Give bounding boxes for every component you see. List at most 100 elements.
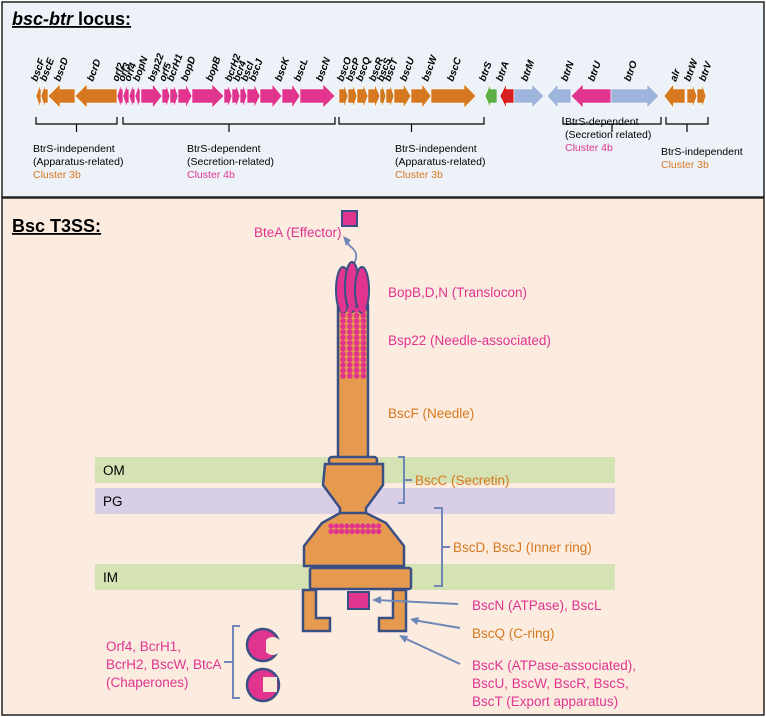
bsp22-dot [340, 362, 346, 368]
locus-title: bsc-btr locus: [12, 9, 131, 29]
inner-ring-dot [365, 528, 371, 535]
gene-arrows [35, 82, 707, 110]
bsp22-dot [347, 329, 353, 335]
inner-ring-dot [360, 523, 366, 529]
bsp22-dot [340, 318, 346, 324]
group-label-1: BtrS-independent (Apparatus-related) Clu… [33, 143, 123, 181]
bsp22-dot [353, 362, 360, 368]
inner-ring-dot [370, 523, 376, 529]
bsp22-dot [340, 334, 346, 341]
bsp22-dot [360, 345, 367, 352]
bsp22-dot [347, 373, 353, 379]
gene-arrow-orf5 [161, 83, 171, 109]
gene-arrow-bscO [338, 83, 349, 109]
translocon-tip [335, 261, 370, 314]
group-label-2: BtrS-dependent (Secretion-related) Clust… [187, 143, 274, 181]
gene-arrow-orf4 [128, 83, 136, 109]
bsp22-dot [347, 362, 353, 368]
bsp22-dot [347, 345, 353, 352]
inner-ring-dot [349, 523, 355, 529]
inner-ring-dot [360, 528, 366, 535]
export-label-1: BscK (ATPase-associated), [472, 658, 636, 673]
inner-ring-bracket [434, 507, 450, 587]
im-label: IM [103, 570, 118, 585]
gene-arrow-btrM [513, 83, 545, 109]
group-label-3: BtrS-independent (Apparatus-related) Clu… [395, 143, 485, 181]
bsp22-dot [360, 334, 367, 341]
gene-label-alr: alr [668, 67, 683, 83]
callout-arrowheads [372, 596, 419, 643]
group-2-cluster: Cluster 4b [187, 169, 235, 181]
gene-arrow-bscL [281, 83, 301, 109]
bsp22-dot [360, 318, 367, 324]
gene-arrow-bscD [47, 83, 76, 109]
bsp22-dot [340, 307, 346, 313]
bsp22-dot [340, 373, 346, 379]
group-1-cluster: Cluster 3b [33, 169, 81, 181]
bsp22-dot [347, 367, 353, 374]
inner-ring-dot [354, 528, 361, 535]
inner-ring-dot [328, 528, 334, 535]
group-4-cluster: Cluster 4b [565, 142, 613, 154]
gene-arrow-bscS [379, 83, 387, 109]
gene-arrow-btrN [546, 83, 572, 109]
im-plate [308, 566, 413, 591]
atpase-label: BscN (ATPase), BscL [472, 598, 602, 613]
atpase-square [347, 591, 370, 610]
bsp22-dot [360, 307, 367, 313]
translocon-label: BopB,D,N (Translocon) [388, 285, 527, 300]
inner-ring-dot [370, 528, 376, 535]
group-5-cluster: Cluster 3b [661, 159, 709, 171]
group-braces [35, 117, 709, 132]
bsp22-dot [360, 340, 367, 346]
gene-arrow-btrA [499, 83, 515, 109]
gene-arrow-bscK [259, 83, 283, 109]
inner-ring-label: BscD, BscJ (Inner ring) [453, 540, 592, 555]
t3ss-panel [1, 197, 765, 716]
inner-ring-dot [333, 528, 339, 535]
group-5-line1: BtrS-independent [661, 146, 743, 158]
gene-arrow-bscU [393, 82, 412, 110]
bsp22-dot [360, 351, 367, 357]
inner-ring-dot [376, 523, 382, 529]
bsp22-dot [353, 329, 360, 335]
bsp22-dot [353, 307, 360, 313]
bsp22-dot [360, 356, 367, 363]
bsp22-dot [347, 312, 353, 319]
pg-label: PG [103, 494, 123, 509]
bsp22-dot [353, 318, 360, 324]
group-4-line1: BtrS-dependent [565, 116, 639, 128]
bsp22-dot [353, 323, 360, 330]
cring-label: BscQ (C-ring) [472, 626, 555, 641]
bsp22-dot [353, 351, 360, 357]
bsp22-dot [353, 312, 360, 319]
gene-arrow-btrU [570, 83, 612, 109]
t3ss-title: Bsc T3SS: [12, 216, 101, 236]
bsp22-dot [353, 367, 360, 374]
group-label-5: BtrS-independent Cluster 3b [661, 146, 743, 171]
cring-left [301, 588, 332, 633]
gene-arrow-bcrH1 [169, 83, 179, 109]
gene-arrow-bcrD [74, 83, 118, 109]
gene-arrow-bscJ [246, 83, 261, 109]
inner-ring-dot [354, 523, 361, 529]
group-3-line1: BtrS-independent [395, 143, 477, 155]
bsp22-dot [353, 340, 360, 346]
bsp22-dot [360, 329, 367, 335]
bsp22-dot [360, 362, 367, 368]
bsp22-dot [347, 351, 353, 357]
bsp22-dot [340, 329, 346, 335]
gene-arrow-btrV [696, 83, 707, 109]
group-3-line2: (Apparatus-related) [395, 156, 485, 168]
gene-arrow-bscQ [356, 83, 369, 109]
chaperone-2 [245, 667, 281, 703]
group-brace-1 [35, 117, 118, 132]
callout-lines [224, 456, 461, 699]
group-label-4: BtrS-dependent (Secretion related) Clust… [565, 116, 651, 154]
group-brace-2 [122, 117, 336, 132]
bsp22-dot [347, 323, 353, 330]
bsp22-dot [340, 367, 346, 374]
bsp22-dot [360, 312, 367, 319]
bsp22-dot [347, 307, 353, 313]
